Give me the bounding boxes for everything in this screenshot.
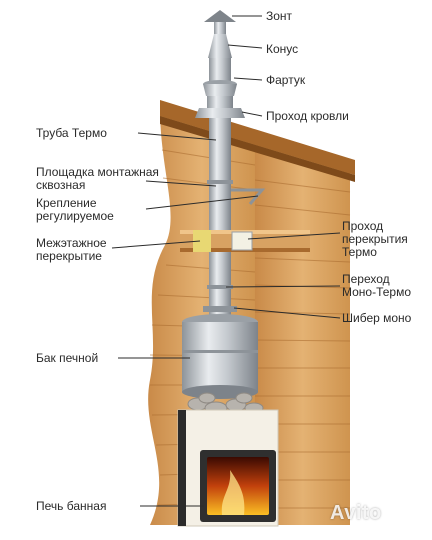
- chimney-pipe: [195, 10, 266, 322]
- label-mezhetazhnoe-2: перекрытие: [36, 249, 102, 263]
- label-kreplenie-1: Крепление: [36, 196, 97, 210]
- label-zont: Зонт: [266, 9, 293, 23]
- watermark-logo: Avito: [330, 502, 382, 524]
- cone: [208, 34, 232, 58]
- label-perekhod-1: Переход: [342, 272, 390, 286]
- label-kreplenie-2: регулируемое: [36, 209, 114, 223]
- sauna-stove: [177, 409, 279, 527]
- cap: [204, 10, 236, 22]
- label-fartuk: Фартук: [266, 73, 306, 87]
- damper: [203, 306, 237, 312]
- label-perekhod-2: Моно-Термо: [342, 285, 412, 299]
- label-shiber: Шибер моно: [342, 311, 412, 325]
- floor-slab: [180, 230, 310, 252]
- bracket: [231, 188, 266, 205]
- label-pech: Печь банная: [36, 499, 107, 513]
- stove-tank: [182, 314, 258, 399]
- label-ploshchadka-2: сквозная: [36, 178, 86, 192]
- label-truba-termo: Труба Термо: [36, 126, 107, 140]
- label-konus: Конус: [266, 42, 299, 56]
- label-ploshchadka-1: Площадка монтажная: [36, 165, 159, 179]
- label-mezhetazhnoe-1: Межэтажное: [36, 236, 107, 250]
- label-prokhod-perekrytiya-2: перекрытия: [342, 232, 408, 246]
- roof-penetration: [195, 108, 245, 118]
- insulation: [193, 230, 211, 252]
- label-prokhod-perekrytiya-3: Термо: [342, 245, 377, 259]
- label-prokhod-krovli: Проход кровли: [266, 109, 349, 123]
- label-bak: Бак печной: [36, 351, 99, 365]
- label-prokhod-perekrytiya-1: Проход: [342, 219, 384, 233]
- leader-lines: [111, 15, 341, 507]
- roof: [160, 100, 355, 175]
